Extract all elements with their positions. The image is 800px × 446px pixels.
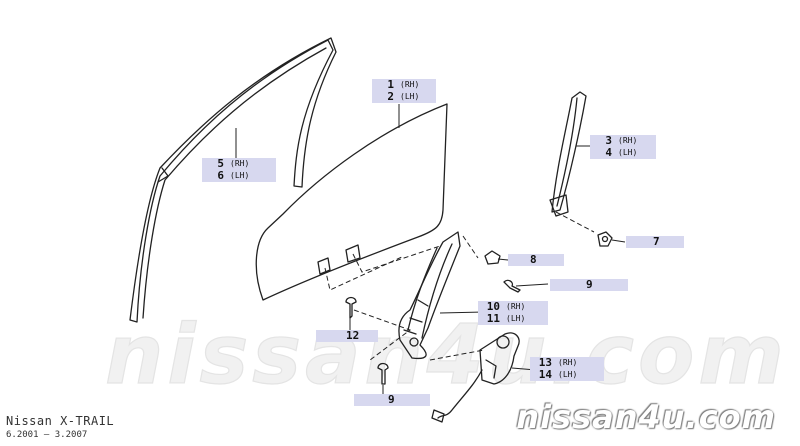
part-number-13: 13 <box>538 356 552 369</box>
part-number-12: 12 <box>346 329 360 342</box>
sash-weatherstrip <box>129 37 337 323</box>
screw-12 <box>345 296 357 319</box>
side-lh: (LH) <box>230 171 250 180</box>
callout-bolt: 8 <box>508 254 564 266</box>
side-rh: (RH) <box>618 136 638 145</box>
part-number-1: 1 <box>387 78 394 91</box>
callout-motor: 13 (RH) 14 (LH) <box>530 357 604 381</box>
part-number-10: 10 <box>486 300 500 313</box>
side-lh: (LH) <box>618 148 638 157</box>
screw-9-lower <box>377 362 389 385</box>
part-number-4: 4 <box>605 146 612 159</box>
part-number-11: 11 <box>486 312 500 325</box>
callout-rear-channel: 3 (RH) 4 (LH) <box>590 135 656 159</box>
site-logo: nissan4u.com <box>516 398 776 436</box>
callout-regulator: 10 (RH) 11 (LH) <box>478 301 548 325</box>
watermark-center: nissan4u.com <box>105 308 788 403</box>
callout-glass: 1 (RH) 2 (LH) <box>372 79 436 103</box>
side-rh: (RH) <box>506 302 526 311</box>
regulator-motor <box>431 332 520 423</box>
callout-weatherstrip: 5 (RH) 6 (LH) <box>202 158 276 182</box>
side-rh: (RH) <box>230 159 250 168</box>
side-rh: (RH) <box>400 80 420 89</box>
footer-model-info: Nissan X-TRAIL 6.2001 – 3.2007 <box>6 414 114 440</box>
window-regulator <box>398 231 461 360</box>
side-rh: (RH) <box>558 358 578 367</box>
bolt-8 <box>484 250 501 265</box>
part-number-8: 8 <box>530 253 537 266</box>
callout-clip: 7 <box>626 236 684 248</box>
clip-7 <box>597 231 613 247</box>
assembly-lines <box>324 211 595 361</box>
part-number-5: 5 <box>217 157 224 170</box>
screw-9-upper <box>503 279 521 293</box>
callout-screw-upper: 9 <box>550 279 628 291</box>
part-number-14: 14 <box>538 368 552 381</box>
side-lh: (LH) <box>400 92 420 101</box>
rear-sash-channel <box>549 91 587 217</box>
part-number-7: 7 <box>653 235 660 248</box>
side-lh: (LH) <box>506 314 526 323</box>
model-name: Nissan X-TRAIL <box>6 414 115 428</box>
part-number-2: 2 <box>387 90 394 103</box>
part-number-6: 6 <box>217 169 224 182</box>
part-number-9: 9 <box>388 393 395 406</box>
part-number-3: 3 <box>605 134 612 147</box>
production-years: 6.2001 – 3.2007 <box>6 430 88 440</box>
door-glass <box>255 103 448 301</box>
callout-screw-12: 12 <box>316 330 378 342</box>
part-number-9: 9 <box>586 278 593 291</box>
leader-lines <box>235 104 626 396</box>
callout-screw-lower: 9 <box>354 394 430 406</box>
side-lh: (LH) <box>558 370 578 379</box>
